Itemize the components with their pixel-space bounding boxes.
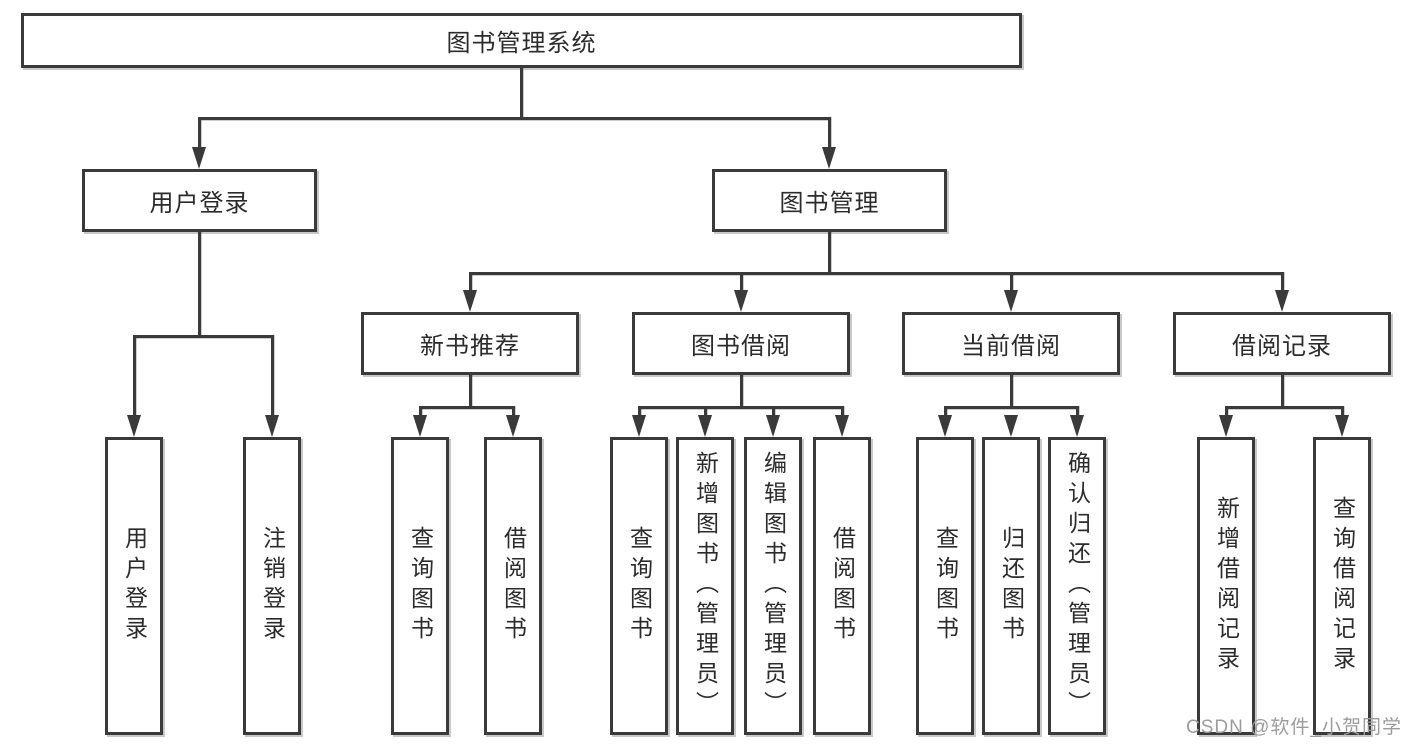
node-borrow-books-recommend: 借阅图书 — [484, 437, 542, 735]
node-label: 用户登录 — [149, 190, 250, 217]
node-label: 确认归还（管理员） — [1064, 451, 1091, 721]
connector-line — [132, 335, 274, 338]
connector-line — [1224, 406, 1228, 418]
node-query-books-recommend: 查询图书 — [391, 437, 449, 735]
node-label: 图书管理系统 — [446, 30, 597, 57]
node-label: 借阅图书 — [500, 526, 527, 646]
node-add-books-admin: 新增图书（管理员） — [676, 437, 734, 735]
node-label: 借阅图书 — [829, 526, 856, 646]
connector-line — [519, 68, 523, 117]
node-label: 查询图书 — [626, 526, 653, 646]
connector-line — [1009, 272, 1013, 292]
connector-line — [771, 406, 775, 418]
connector-line — [637, 406, 641, 418]
connector-arrow — [1070, 415, 1084, 437]
connector-line — [1280, 375, 1284, 406]
node-label: 新增图书（管理员） — [692, 451, 719, 721]
node-label: 新书推荐 — [420, 333, 520, 360]
connector-arrow — [413, 415, 427, 437]
node-label: 归还图书 — [998, 526, 1025, 646]
connector-line — [827, 232, 831, 272]
node-label: 查询图书 — [407, 526, 434, 646]
connector-line — [943, 406, 1079, 409]
node-query-borrow-record: 查询借阅记录 — [1313, 437, 1371, 735]
node-label: 用户登录 — [121, 526, 148, 646]
connector-line — [739, 375, 743, 406]
connector-line — [827, 117, 831, 149]
node-label: 新增借阅记录 — [1213, 496, 1240, 676]
connector-arrow — [1335, 415, 1349, 437]
connector-line — [943, 406, 947, 418]
connector-arrow — [632, 415, 646, 437]
node-edit-books-admin: 编辑图书（管理员） — [744, 437, 802, 735]
node-query-books-borrowing: 查询图书 — [610, 437, 668, 735]
connector-arrow — [938, 415, 952, 437]
node-confirm-return-admin: 确认归还（管理员） — [1048, 437, 1106, 735]
connector-arrow — [1004, 290, 1018, 312]
connector-line — [418, 406, 515, 409]
connector-line — [1280, 272, 1284, 292]
node-label: 当前借阅 — [961, 333, 1061, 360]
node-book-management: 图书管理 — [712, 169, 947, 232]
node-library-management-system: 图书管理系统 — [21, 13, 1022, 68]
connector-arrow — [506, 415, 520, 437]
connector-arrow — [766, 415, 780, 437]
connector-line — [468, 272, 1284, 275]
connector-line — [1009, 375, 1013, 406]
connector-line — [197, 232, 201, 335]
node-label: 图书管理 — [779, 190, 880, 217]
connector-line — [468, 272, 472, 292]
node-query-books-current: 查询图书 — [916, 437, 974, 735]
connector-line — [132, 335, 136, 417]
node-book-borrowing: 图书借阅 — [632, 312, 850, 375]
connector-arrow — [1004, 415, 1018, 437]
connector-line — [637, 406, 844, 409]
connector-line — [270, 335, 274, 417]
node-label: 查询图书 — [932, 526, 959, 646]
node-label: 借阅记录 — [1232, 333, 1332, 360]
node-label: 查询借阅记录 — [1329, 496, 1356, 676]
connector-line — [1224, 406, 1344, 409]
connector-line — [739, 272, 743, 292]
connector-arrow — [127, 415, 141, 437]
connector-arrow — [698, 415, 712, 437]
connector-line — [1075, 406, 1079, 418]
connector-arrow — [835, 415, 849, 437]
node-current-borrowing: 当前借阅 — [902, 312, 1120, 375]
csdn-watermark: CSDN @软件_小贺同学 — [1186, 717, 1402, 738]
connector-line — [1340, 406, 1344, 418]
connector-line — [197, 117, 831, 120]
connector-line — [511, 406, 515, 418]
connector-arrow — [734, 290, 748, 312]
connector-arrow — [192, 147, 206, 169]
node-logout: 注销登录 — [243, 437, 301, 735]
node-label: 注销登录 — [259, 526, 286, 646]
connector-line — [840, 406, 844, 418]
node-user-login-leaf: 用户登录 — [105, 437, 163, 735]
node-return-books: 归还图书 — [982, 437, 1040, 735]
node-add-borrow-record: 新增借阅记录 — [1197, 437, 1255, 735]
connector-arrow — [1275, 290, 1289, 312]
node-new-book-recommendation: 新书推荐 — [361, 312, 579, 375]
connector-line — [468, 375, 472, 406]
connector-arrow — [463, 290, 477, 312]
node-borrowing-records: 借阅记录 — [1173, 312, 1391, 375]
connector-line — [197, 117, 201, 149]
connector-line — [703, 406, 707, 418]
node-user-login: 用户登录 — [82, 169, 317, 232]
connector-arrow — [1219, 415, 1233, 437]
node-label: 编辑图书（管理员） — [760, 451, 787, 721]
node-label: 图书借阅 — [691, 333, 791, 360]
node-borrow-books-leaf: 借阅图书 — [813, 437, 871, 735]
connector-arrow — [822, 147, 836, 169]
connector-arrow — [265, 415, 279, 437]
connector-line — [418, 406, 422, 418]
